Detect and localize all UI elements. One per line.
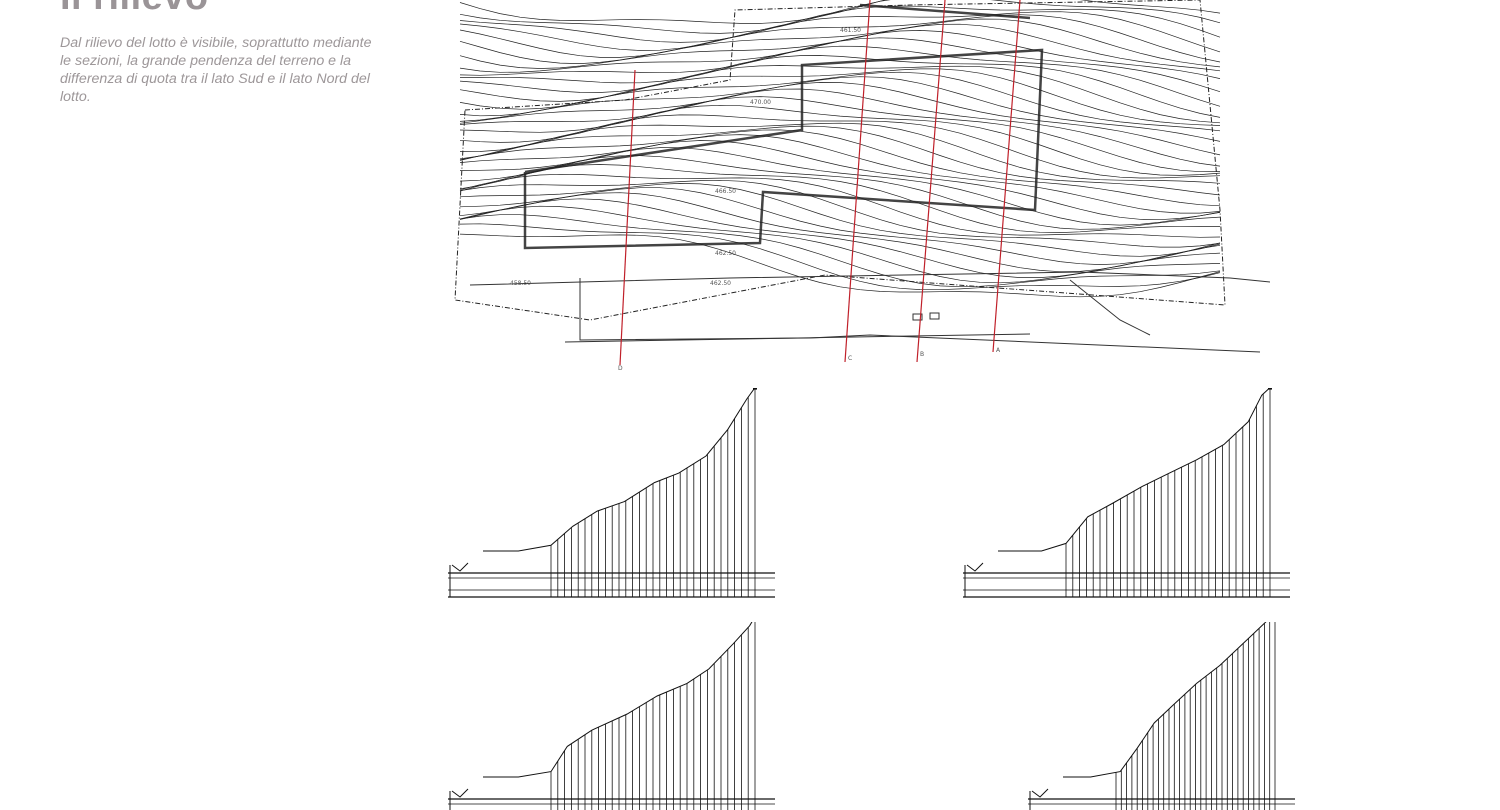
contour-line (459, 122, 1221, 184)
section-top-marker (1268, 388, 1272, 390)
elevation-label: 458.50 (510, 280, 531, 287)
contour-line (459, 11, 1221, 53)
section-lines (619, 0, 1021, 366)
contour-line (459, 233, 1221, 298)
elevation-label: 462.50 (715, 250, 736, 257)
contour-line (459, 88, 1221, 167)
section-line-b (916, 0, 946, 363)
contour-line (459, 0, 1221, 34)
contour-line (459, 183, 1221, 257)
page-title: Il rilievo (60, 0, 209, 16)
terrain-section-b (963, 388, 1290, 598)
page-description: Dal rilievo del lotto è visibile, soprat… (60, 35, 372, 105)
building-outline (523, 48, 1044, 250)
building-outline-top (859, 3, 1031, 20)
contour-line (459, 192, 1221, 273)
section-line-c (844, 0, 871, 363)
terrain-profile-line (1063, 622, 1267, 778)
section-mark: A (996, 347, 1001, 354)
contour-line (459, 114, 1221, 179)
contour-line (459, 68, 1221, 126)
section-mark: C (848, 355, 852, 362)
contour-line (459, 5, 1221, 43)
contour-line (459, 45, 1221, 107)
contour-line (459, 214, 1221, 288)
contour-line (459, 187, 1221, 265)
terrain-section-a (448, 388, 775, 598)
contour-line (459, 173, 1221, 238)
contour-line (459, 205, 1221, 284)
terrain-profile-line (483, 622, 753, 778)
contour-line (459, 96, 1221, 173)
contour-line (459, 82, 1221, 156)
section-mark: D (618, 365, 623, 372)
contour-line (459, 198, 1221, 278)
elevation-label: 462.50 (710, 280, 731, 287)
contour-line (459, 14, 1221, 63)
section-top-marker (753, 388, 757, 390)
contour-line (459, 125, 1221, 196)
datum-symbol (1031, 788, 1049, 798)
contour-line (459, 55, 1221, 118)
lot-boundary (454, 0, 1226, 321)
contour-line (459, 71, 1221, 132)
section-line-a (992, 0, 1021, 353)
contour-line (459, 179, 1221, 248)
contour-line (459, 155, 1221, 230)
contour-line (459, 147, 1221, 226)
contour-line (459, 18, 1221, 68)
terrain-section-c (448, 622, 775, 810)
site-survey-plan: 461.50 470.00 466.50 462.50 462.50 458.5… (454, 0, 1270, 372)
road-lines (469, 271, 1270, 353)
contour-line (459, 37, 1221, 93)
contour-line (459, 164, 1221, 233)
datum-symbol (451, 562, 469, 572)
elevation-label: 466.50 (715, 188, 736, 195)
elevation-label: 461.50 (840, 27, 861, 34)
elevation-label: 470.00 (750, 99, 771, 106)
contour-line (459, 0, 1221, 24)
contour-lines (459, 0, 1221, 298)
contour-line (459, 65, 1221, 124)
section-line-d (619, 69, 636, 366)
contour-line (459, 134, 1221, 214)
terrain-profile-line (998, 388, 1271, 552)
section-mark: B (920, 351, 924, 358)
datum-symbol (451, 788, 469, 798)
contour-line (459, 129, 1221, 207)
datum-symbol (966, 562, 984, 572)
contour-line (459, 76, 1221, 142)
terrain-section-d (1028, 622, 1295, 810)
